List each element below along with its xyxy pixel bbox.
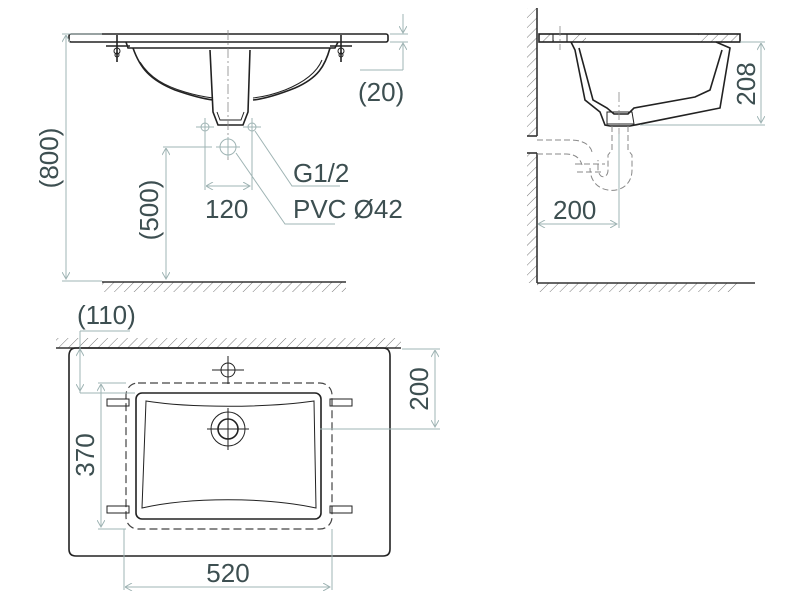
floor-hatch: [102, 281, 346, 292]
fixing-bolt-right: [330, 35, 352, 62]
dim-drain-height: (500): [134, 146, 212, 279]
callout-water-inlet: G1/2: [254, 130, 349, 188]
drain-column: [209, 49, 251, 126]
basin-bowl: [132, 47, 331, 101]
dim-rim-thickness: (20): [358, 14, 408, 107]
basin-flange: [125, 41, 339, 49]
label-basin-width: 370: [70, 433, 100, 476]
label-tap-spacing: 120: [205, 194, 248, 224]
cutout-outline[interactable]: [125, 382, 333, 530]
dim-trap-offset: 200: [539, 134, 620, 228]
front-view: (800) (500) (20) 120 G1/2: [34, 14, 408, 292]
basin-rim: [135, 392, 322, 520]
side-view: 208 200: [527, 8, 765, 292]
wall-drain: [216, 137, 240, 157]
dim-total-height: (800): [34, 33, 102, 282]
dim-cutout-length: 520: [123, 529, 333, 590]
fixing-bolt-left: [106, 35, 130, 62]
basin-section: [570, 41, 731, 127]
countertop-outline: [68, 347, 391, 557]
wall: [527, 8, 538, 283]
rear-wall: [56, 338, 401, 349]
label-basin-depth: 208: [731, 62, 761, 105]
label-total-height: (800): [34, 128, 64, 189]
dim-basin-depth: 208: [640, 41, 765, 126]
label-cutout-length: 520: [206, 558, 249, 588]
callout-drain: PVC Ø42: [235, 152, 403, 225]
label-water-inlet: G1/2: [293, 158, 349, 188]
mounting-clips: [106, 398, 353, 514]
top-view: (110) 370 200 520: [56, 300, 440, 590]
label-drain: PVC Ø42: [293, 194, 403, 224]
floor: [537, 282, 755, 292]
label-rim-thickness: (20): [358, 77, 404, 107]
tap-hole: [212, 356, 244, 384]
drain-top: [207, 408, 249, 450]
basin-inner: [141, 400, 317, 509]
countertop-section: [538, 26, 741, 50]
dim-wall-to-drain: 200: [320, 348, 440, 430]
label-trap-offset: 200: [553, 195, 596, 225]
dim-wall-to-basin: (110): [77, 300, 136, 394]
dim-tap-spacing: 120: [204, 131, 253, 224]
dim-basin-width: 370: [70, 382, 126, 530]
label-wall-to-basin: (110): [77, 300, 136, 330]
trap: [537, 126, 633, 191]
label-drain-height: (500): [134, 180, 164, 241]
label-wall-to-drain: 200: [404, 367, 434, 410]
